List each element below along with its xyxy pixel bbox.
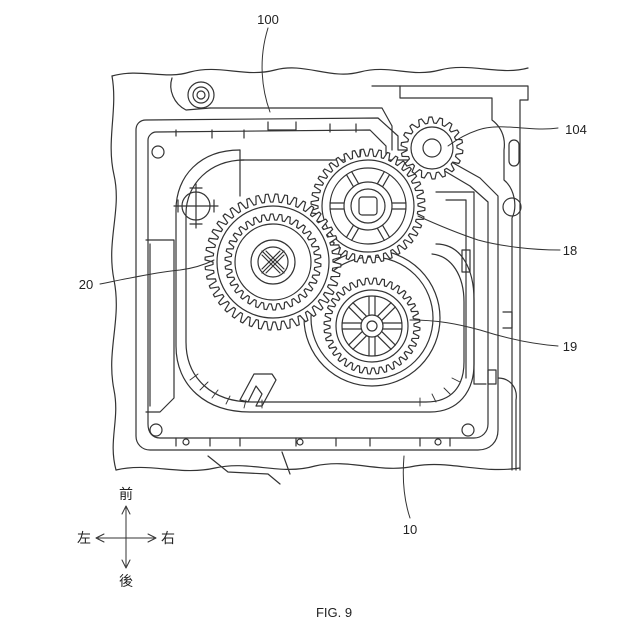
ref-10-label: 10 bbox=[403, 522, 417, 537]
housing-left-wavy-edge bbox=[111, 76, 116, 470]
housing-top-wavy-edge bbox=[112, 67, 528, 76]
leader-18 bbox=[418, 216, 560, 250]
leader-100 bbox=[262, 28, 270, 112]
base-lower-line-2 bbox=[282, 452, 290, 474]
left-channel bbox=[146, 240, 174, 412]
corner-hole-bl bbox=[150, 424, 162, 436]
ref-20-label: 20 bbox=[79, 277, 93, 292]
base-lower-line bbox=[208, 456, 280, 484]
right-slot bbox=[509, 140, 519, 166]
corner-hole-br bbox=[462, 424, 474, 436]
right-channel-tab bbox=[488, 370, 496, 384]
leader-20 bbox=[100, 260, 214, 284]
housing-top-rail bbox=[210, 108, 392, 150]
tape-hook bbox=[240, 374, 276, 406]
gear-20-assembly bbox=[205, 194, 341, 330]
housing-bottom-wavy-edge bbox=[116, 464, 520, 471]
direction-left-label: 左 bbox=[77, 531, 91, 547]
pivot-outer bbox=[188, 82, 214, 108]
figure-caption: FIG. 9 bbox=[316, 605, 352, 620]
ref-18-label: 18 bbox=[563, 243, 577, 258]
tape-ribs bbox=[190, 374, 460, 408]
direction-indicator: 前 後 左 右 bbox=[77, 486, 175, 590]
right-clip bbox=[498, 378, 516, 470]
gear-19-hub bbox=[361, 315, 383, 337]
small-hole-b2 bbox=[297, 439, 303, 445]
ref-100-label: 100 bbox=[257, 12, 279, 27]
small-hole-b1 bbox=[183, 439, 189, 445]
direction-back-label: 後 bbox=[119, 574, 133, 590]
direction-right-label: 右 bbox=[161, 531, 175, 547]
ref-19-label: 19 bbox=[563, 339, 577, 354]
leader-10 bbox=[403, 456, 410, 518]
right-boss bbox=[503, 198, 521, 216]
ref-104-label: 104 bbox=[565, 122, 587, 137]
gear-group bbox=[205, 117, 463, 386]
bottom-ribs bbox=[176, 438, 450, 446]
right-tab bbox=[503, 312, 512, 328]
pivot-inner bbox=[197, 91, 205, 99]
cross-boss bbox=[174, 184, 218, 228]
right-channel bbox=[436, 192, 486, 384]
direction-front-label: 前 bbox=[119, 486, 133, 503]
corner-hole-tl bbox=[152, 146, 164, 158]
pivot-mid bbox=[193, 87, 209, 103]
small-hole-b3 bbox=[435, 439, 441, 445]
